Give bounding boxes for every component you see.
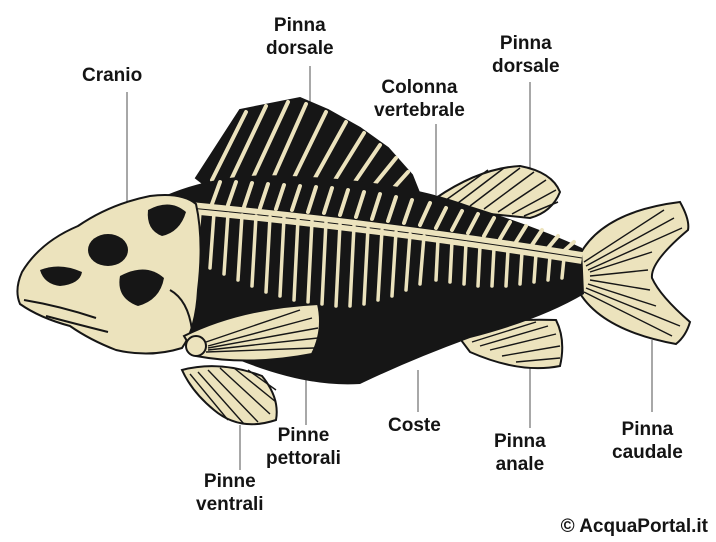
label-pinne-ventrali: Pinne ventrali (196, 470, 264, 516)
label-coste-text: Coste (388, 414, 441, 437)
label-pinna-anale: Pinna anale (494, 430, 546, 476)
label-pinne-ventrali-line1: Pinne (196, 470, 264, 493)
label-pinna-dorsale-1-line2: dorsale (266, 37, 334, 60)
label-cranio: Cranio (82, 64, 142, 87)
label-pinna-dorsale-2: Pinna dorsale (492, 32, 560, 78)
label-pinna-dorsale-1: Pinna dorsale (266, 14, 334, 60)
label-pinna-dorsale-1-line1: Pinna (266, 14, 334, 37)
skull (17, 195, 200, 354)
label-colonna-vertebrale: Colonna vertebrale (374, 76, 465, 122)
label-pinna-dorsale-2-line1: Pinna (492, 32, 560, 55)
label-pinna-caudale: Pinna caudale (612, 418, 683, 464)
label-pinna-anale-line2: anale (494, 453, 546, 476)
label-colonna-line1: Colonna (374, 76, 465, 99)
label-coste: Coste (388, 414, 441, 437)
label-pinna-anale-line1: Pinna (494, 430, 546, 453)
eye-socket (88, 234, 128, 266)
label-cranio-text: Cranio (82, 64, 142, 87)
label-colonna-line2: vertebrale (374, 99, 465, 122)
label-pinne-pettorali-line1: Pinne (266, 424, 341, 447)
label-pinne-ventrali-line2: ventrali (196, 493, 264, 516)
label-pinna-caudale-line2: caudale (612, 441, 683, 464)
label-pinna-caudale-line1: Pinna (612, 418, 683, 441)
copyright-credit: © AcquaPortal.it (561, 516, 708, 538)
label-pinna-dorsale-2-line2: dorsale (492, 55, 560, 78)
label-pinne-pettorali-line2: pettorali (266, 447, 341, 470)
label-pinne-pettorali: Pinne pettorali (266, 424, 341, 470)
caudal-fin (578, 202, 690, 344)
ventral-fin (182, 366, 277, 424)
